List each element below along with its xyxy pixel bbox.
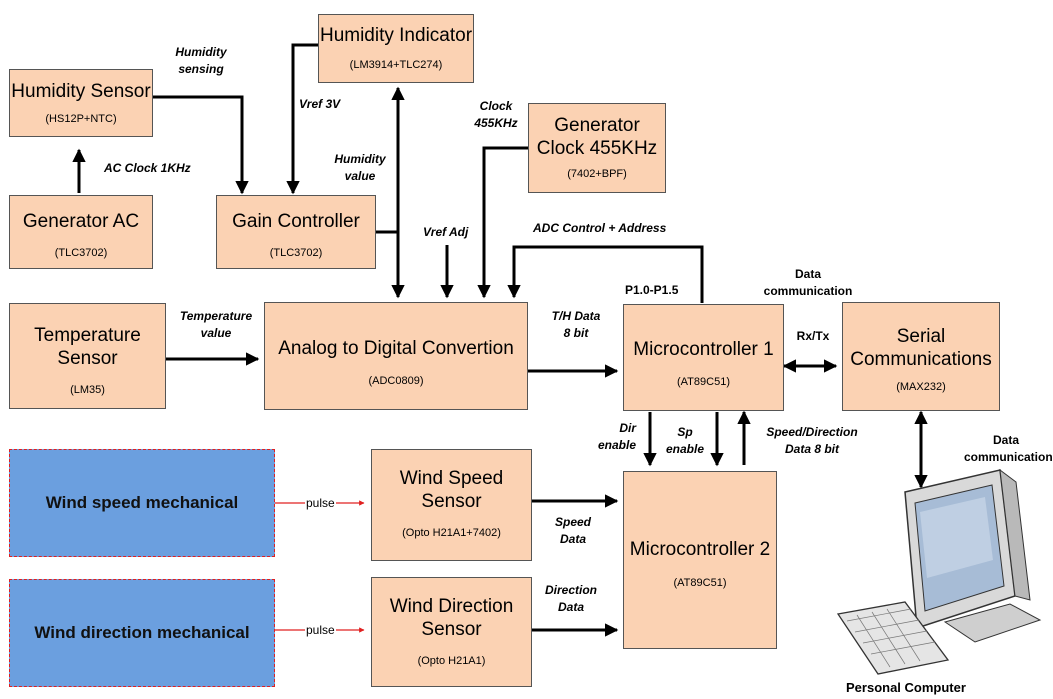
wind-direction-sensor-part: (Opto H21A1) <box>417 655 486 667</box>
adc-title: Analog to Digital Convertion <box>278 338 514 359</box>
adc-control-label: ADC Control + Address <box>533 221 667 235</box>
generator-clock-block: Generator Clock 455KHz (7402+BPF) <box>528 103 666 193</box>
adc-control-arrow <box>507 245 704 303</box>
clock-455-arrow <box>477 146 528 299</box>
humidity-indicator-block: Humidity Indicator (LM3914+TLC274) <box>318 14 474 83</box>
generator-ac-title: Generator AC <box>22 211 140 232</box>
temperature-value-label: Temperature value <box>179 309 253 340</box>
humidity-sensing-label: Humidity sensing <box>175 45 227 76</box>
gain-controller-part: (TLC3702) <box>269 247 323 259</box>
th-data-label: T/H Data 8 bit <box>551 309 601 340</box>
microcontroller-1-title: Microcontroller 1 <box>633 339 774 360</box>
p10-p15-label: P1.0-P1.5 <box>625 283 679 297</box>
adc-part: (ADC0809) <box>368 375 424 387</box>
generator-ac-block: Generator AC (TLC3702) <box>9 195 153 269</box>
generator-clock-part: (7402+BPF) <box>567 168 627 180</box>
serial-communications-part: (MAX232) <box>896 381 946 393</box>
wind-direction-sensor-title: Wind Direction Sensor <box>389 596 514 640</box>
rxtx-label: Rx/Tx <box>796 329 830 343</box>
temperature-sensor-block: Temperature Sensor (LM35) <box>9 303 166 409</box>
temperature-sensor-part: (LM35) <box>70 384 105 396</box>
humidity-sensor-part: (HS12P+NTC) <box>45 113 117 125</box>
dir-enable-label: Dir enable <box>597 421 636 452</box>
generator-clock-title: Generator Clock 455KHz <box>536 115 658 159</box>
wind-direction-sensor-block: Wind Direction Sensor (Opto H21A1) <box>371 577 532 687</box>
wind-speed-sensor-part: (Opto H21A1+7402) <box>402 527 501 539</box>
data-communication-right-label: Data communication <box>964 433 1053 464</box>
wind-speed-sensor-block: Wind Speed Sensor (Opto H21A1+7402) <box>371 449 532 561</box>
data-communication-top-label: Data communication <box>763 267 853 298</box>
ac-clock-label: AC Clock 1KHz <box>104 161 191 175</box>
humidity-indicator-part: (LM3914+TLC274) <box>349 59 443 71</box>
temperature-sensor-title: Temperature Sensor <box>34 325 141 369</box>
personal-computer-label: Personal Computer <box>846 680 966 695</box>
gain-controller-title: Gain Controller <box>232 211 360 232</box>
microcontroller-2-title: Microcontroller 2 <box>629 539 771 560</box>
wind-speed-mechanical-block: Wind speed mechanical <box>9 449 275 557</box>
wind-direction-mechanical-block: Wind direction mechanical <box>9 579 275 687</box>
clock-455-label: Clock 455KHz <box>474 99 518 130</box>
adc-block: Analog to Digital Convertion (ADC0809) <box>264 302 528 410</box>
sp-enable-label: Sp enable <box>665 425 704 456</box>
wind-speed-sensor-title: Wind Speed Sensor <box>399 468 504 512</box>
microcontroller-1-block: Microcontroller 1 (AT89C51) <box>623 304 784 411</box>
generator-ac-part: (TLC3702) <box>54 247 108 259</box>
humidity-sensing-arrow <box>153 95 249 195</box>
humidity-sensor-block: Humidity Sensor (HS12P+NTC) <box>9 69 153 137</box>
serial-communications-block: Serial Communications (MAX232) <box>842 302 1000 411</box>
humidity-indicator-title: Humidity Indicator <box>319 25 473 46</box>
gain-to-adc-arrow <box>376 230 405 299</box>
serial-communications-title: Serial Communications <box>850 326 992 370</box>
humidity-value-label: Humidity value <box>334 152 386 183</box>
pulse-label-speed: pulse <box>305 496 336 510</box>
speed-direction-data-label: Speed/Direction Data 8 bit <box>766 425 858 456</box>
direction-data-label: Direction Data <box>544 583 597 614</box>
vref-adj-label: Vref Adj <box>423 225 469 239</box>
microcontroller-1-part: (AT89C51) <box>677 376 730 388</box>
pulse-label-direction: pulse <box>305 623 336 637</box>
microcontroller-2-part: (AT89C51) <box>673 577 727 589</box>
gain-controller-block: Gain Controller (TLC3702) <box>216 195 376 269</box>
humidity-sensor-title: Humidity Sensor <box>11 81 151 102</box>
personal-computer-icon <box>836 468 1042 675</box>
wind-speed-mechanical-label: Wind speed mechanical <box>45 493 239 512</box>
speed-data-label: Speed Data <box>554 515 591 546</box>
vref-3v-label: Vref 3V <box>299 97 341 111</box>
wind-direction-mechanical-label: Wind direction mechanical <box>34 623 250 642</box>
microcontroller-2-block: Microcontroller 2 (AT89C51) <box>623 471 777 649</box>
vref-3v-arrow <box>286 43 318 195</box>
